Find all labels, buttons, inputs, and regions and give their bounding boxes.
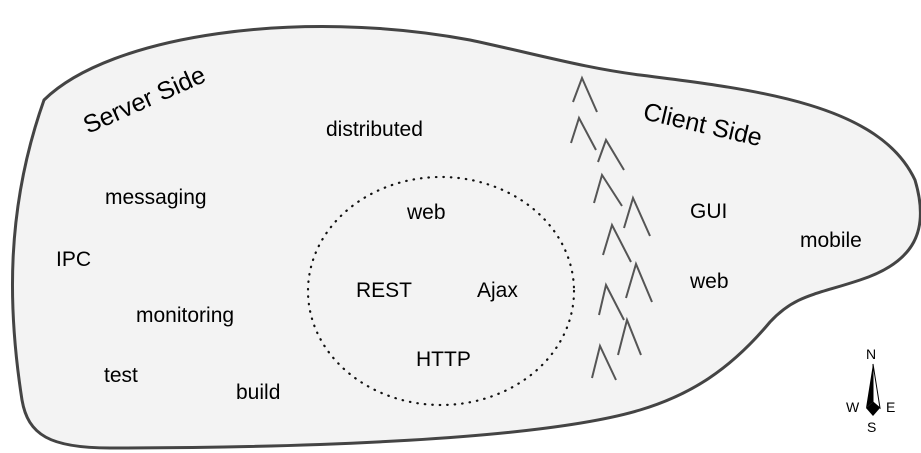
mountain-icon [617, 316, 642, 356]
mountain-icon [570, 115, 597, 151]
compass-rose-icon: N W E S [846, 346, 895, 435]
compass-east: E [886, 399, 895, 415]
term-web-overlap: web [406, 201, 446, 224]
compass-west: W [846, 399, 860, 415]
term-build: build [236, 381, 280, 404]
mountain-range [570, 75, 653, 381]
compass-needle-north-light [872, 363, 881, 410]
mountain-icon [602, 222, 632, 263]
land-mass [10, 25, 921, 450]
mountain-icon [593, 172, 623, 207]
mountain-icon [598, 282, 625, 321]
term-gui: GUI [690, 200, 727, 223]
term-mobile: mobile [800, 229, 862, 252]
compass-north: N [866, 346, 876, 362]
term-distributed: distributed [326, 118, 423, 141]
term-test: test [104, 364, 138, 387]
term-messaging: messaging [105, 186, 207, 209]
compass-needle-north [866, 364, 873, 408]
term-ajax: Ajax [477, 279, 518, 302]
mountain-icon [572, 75, 598, 113]
mountain-icon [591, 343, 617, 381]
compass-needle-south [866, 402, 880, 416]
mountain-icon [597, 137, 625, 171]
overlap-circle [306, 175, 576, 407]
term-monitoring: monitoring [136, 304, 234, 327]
compass-south: S [867, 419, 876, 435]
term-ipc: IPC [56, 248, 91, 271]
term-http: HTTP [416, 348, 471, 371]
term-web-client: web [689, 270, 729, 293]
mountain-icon [625, 261, 653, 303]
mountain-icon [623, 195, 651, 237]
term-rest: REST [356, 279, 412, 302]
